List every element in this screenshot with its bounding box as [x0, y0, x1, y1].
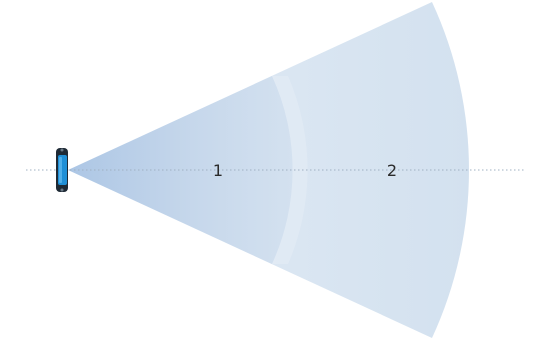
detection-zone-near: [68, 76, 293, 264]
sensor-device-icon: [56, 148, 68, 192]
zone-boundary-shade: [272, 76, 308, 264]
zone-far-marker: 2: [387, 161, 397, 180]
zone-near-marker: 1: [213, 161, 223, 180]
zone-near-label: 1: [213, 161, 223, 180]
zone-far-label: 2: [387, 161, 397, 180]
